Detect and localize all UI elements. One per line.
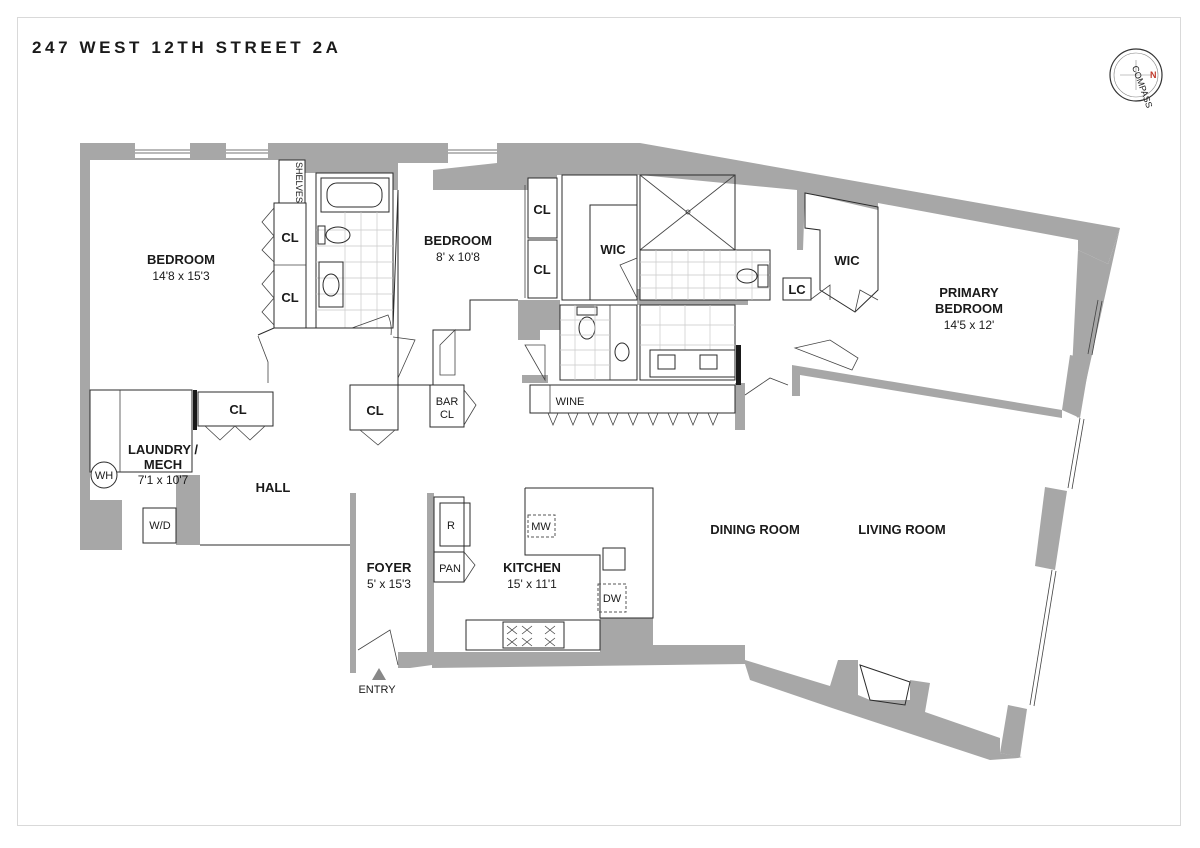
dishwasher-label: DW (603, 593, 622, 605)
wic-label: WIC (834, 253, 860, 268)
kitchen-dims: 15' x 11'1 (507, 577, 557, 591)
microwave-label: MW (531, 521, 551, 533)
wine-label: WINE (556, 396, 585, 408)
pantry-label: PAN (439, 563, 461, 575)
laundry-name-2: MECH (144, 457, 182, 472)
listing-title: 247 WEST 12TH STREET 2A (32, 38, 342, 57)
foyer-dims: 5' x 15'3 (367, 577, 411, 591)
exterior-walls (80, 143, 1120, 760)
primary-bedroom-name-2: BEDROOM (935, 301, 1003, 316)
windows (135, 149, 1103, 707)
fixture-labels: SHELVES CL CL CL CL CL CL WIC WIC LC BAR… (90, 162, 860, 696)
foyer-name: FOYER (367, 560, 412, 575)
compass-north-label: N (1150, 70, 1157, 80)
bedroom-left-name: BEDROOM (147, 252, 215, 267)
laundry-dims: 7'1 x 10'7 (138, 473, 189, 487)
interior-partitions (89, 159, 911, 706)
water-heater (90, 461, 118, 489)
bar-closet-label-1: BAR (436, 396, 459, 408)
bedroom-middle-dims: 8' x 10'8 (436, 250, 480, 264)
closet-label: CL (281, 230, 298, 245)
closet-label: CL (366, 403, 383, 418)
compass-rose: N COMPASS (1109, 48, 1163, 109)
primary-bedroom-dims: 14'5 x 12' (944, 318, 995, 332)
bar-closet-label-2: CL (440, 409, 454, 421)
room-labels: BEDROOM 14'8 x 15'3 BEDROOM 8' x 10'8 PR… (128, 233, 1003, 591)
closet-label: CL (533, 202, 550, 217)
living-room-name: LIVING ROOM (858, 522, 945, 537)
closet-label: CL (281, 290, 298, 305)
primary-bedroom-name-1: PRIMARY (939, 285, 999, 300)
entry-label: ENTRY (358, 684, 396, 696)
closet-label: CL (229, 402, 246, 417)
hall-name: HALL (256, 480, 291, 495)
kitchen-name: KITCHEN (503, 560, 561, 575)
water-heater-label: WH (95, 470, 113, 482)
laundry-name-1: LAUNDRY / (128, 442, 198, 457)
linen-closet-label: LC (788, 282, 806, 297)
page-frame (17, 17, 1181, 826)
wic-label: WIC (600, 242, 626, 257)
bedroom-left-dims: 14'8 x 15'3 (152, 269, 210, 283)
bedroom-middle-name: BEDROOM (424, 233, 492, 248)
refrigerator-label: R (447, 520, 455, 532)
washer-dryer-label: W/D (149, 520, 170, 532)
dining-room-name: DINING ROOM (710, 522, 800, 537)
closet-label: CL (533, 262, 550, 277)
shelves-label: SHELVES (294, 162, 304, 203)
